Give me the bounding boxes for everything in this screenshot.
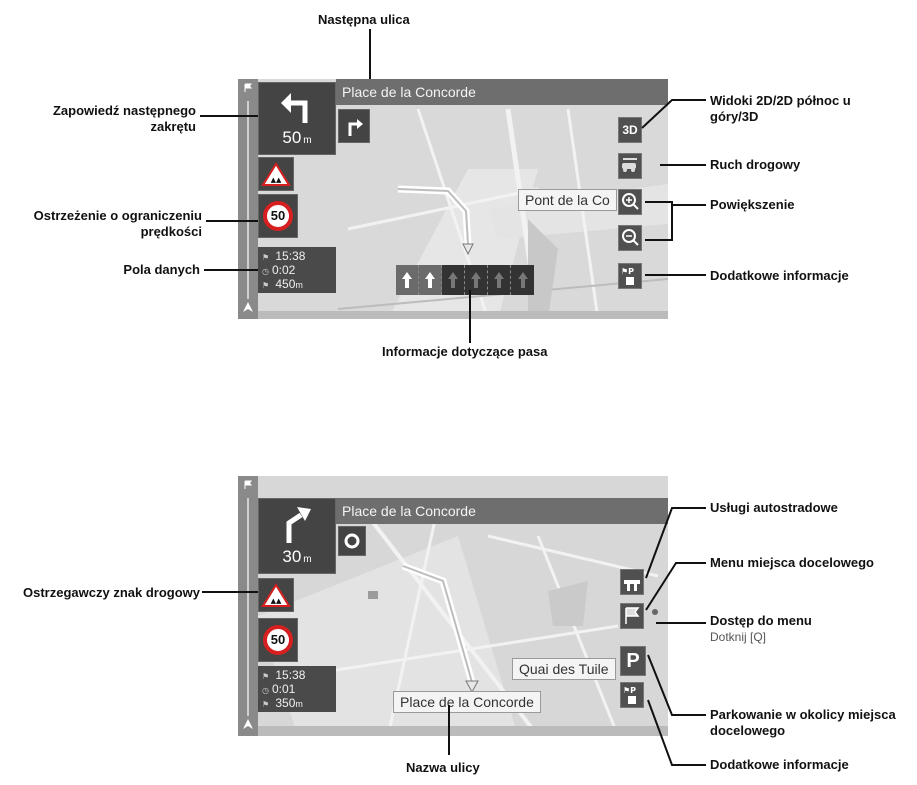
menu-handle-icon[interactable] [648, 604, 662, 620]
extra-info-button[interactable]: ⚑P [618, 263, 642, 289]
zoom-in-button[interactable] [618, 189, 642, 215]
callout-menu-access: Dostęp do menu Dotknij [Q] [710, 613, 812, 645]
speed-sign-panel: 50 [258, 618, 298, 662]
street-label-bubble: Quai des Tuile [512, 658, 616, 680]
callout-speed-warning: Ostrzeżenie o ograniczeniu prędkości [33, 208, 202, 239]
flag-icon: ⚑ [262, 253, 270, 262]
speed-sign-panel: 50 [258, 194, 298, 238]
callout-extra-info-bottom: Dodatkowe informacje [710, 757, 849, 772]
callout-traffic: Ruch drogowy [710, 157, 801, 172]
callout-warning-sign: Ostrzegawczy znak drogowy [23, 585, 200, 600]
lane-arrow [442, 265, 465, 295]
remaining-time-row: ◷0:01 [262, 682, 296, 696]
flag-icon [244, 480, 252, 489]
lane-arrow [465, 265, 488, 295]
callout-views: Widoki 2D/2D północ u góry/3D [710, 93, 851, 124]
menu-access-hint: Dotknij [Q] [710, 630, 767, 644]
roundabout-panel[interactable] [338, 526, 366, 556]
roundabout-icon [344, 533, 360, 549]
flag-icon [244, 83, 252, 92]
destination-flag-icon [625, 607, 640, 624]
callout-parking: Parkowanie w okolicy miejsca docelowego [710, 707, 896, 738]
traffic-icon [622, 158, 637, 172]
secondary-turn-panel[interactable] [338, 109, 370, 143]
view-mode-button[interactable]: 3D [618, 117, 642, 143]
svg-text:⚑P: ⚑P [621, 267, 634, 276]
distance-icon: ⚑ [262, 281, 270, 290]
current-street-label: Place de la Concorde [393, 691, 541, 713]
callout-data-fields: Pola danych [123, 262, 200, 277]
position-arrow-icon [243, 302, 253, 312]
remaining-distance-row: ⚑ 450m [262, 277, 303, 291]
position-arrow-icon [243, 719, 253, 729]
extra-info-button[interactable]: ⚑P [620, 682, 644, 708]
up-arrow-icon [471, 272, 481, 288]
highway-services-icon [624, 580, 640, 591]
route-progress-bar [238, 476, 258, 736]
turn-right-arrow-icon [286, 507, 311, 543]
data-fields-panel[interactable]: ⚑ 15:38 ◷0:02 ⚑ 450m [258, 247, 336, 293]
callout-lane-info: Informacje dotyczące pasa [382, 344, 548, 359]
lane-arrow [511, 265, 534, 295]
zoom-in-icon [622, 193, 639, 210]
clock-icon: ◷ [262, 267, 269, 276]
route-progress-bar [238, 79, 258, 319]
svg-text:▲▲: ▲▲ [271, 176, 282, 184]
svg-text:▲▲: ▲▲ [271, 597, 282, 605]
callout-next-turn: Zapowiedź następnego zakrętu [52, 103, 196, 134]
up-arrow-icon [402, 272, 412, 288]
warning-sign-panel: ▲▲ [258, 157, 294, 191]
turn-right-small-icon [348, 119, 363, 136]
speed-limit-sign: 50 [263, 201, 293, 231]
next-street-bar: Place de la Concorde [336, 498, 668, 524]
up-arrow-icon [425, 272, 435, 288]
remaining-time-row: ◷0:02 [262, 263, 296, 277]
callout-street-name: Nazwa ulicy [406, 760, 480, 775]
clock-icon: ◷ [262, 686, 269, 695]
lane-arrow [419, 265, 442, 295]
warning-triangle-icon: ▲▲ [261, 162, 291, 186]
callout-destination-menu: Menu miejsca docelowego [710, 555, 874, 570]
distance-icon: ⚑ [262, 700, 270, 709]
arrival-time-row: ⚑ 15:38 [262, 668, 306, 682]
up-arrow-icon [494, 272, 504, 288]
highway-services-button[interactable] [620, 569, 644, 595]
parking-button[interactable]: P [620, 646, 646, 676]
flag-icon: ⚑ [262, 672, 270, 681]
data-fields-panel[interactable]: ⚑ 15:38 ◷0:01 ⚑ 350m [258, 666, 336, 712]
callout-extra-info-top: Dodatkowe informacje [710, 268, 849, 283]
turn-left-arrow-icon [281, 93, 308, 123]
traffic-button[interactable] [618, 153, 642, 179]
arrival-time-row: ⚑ 15:38 [262, 249, 306, 263]
lane-info-bar [396, 265, 534, 295]
warning-triangle-icon: ▲▲ [261, 583, 291, 607]
callout-highway-services: Usługi autostradowe [710, 500, 838, 515]
lane-arrow [488, 265, 511, 295]
up-arrow-icon [448, 272, 458, 288]
up-arrow-icon [517, 272, 528, 288]
zoom-out-button[interactable] [618, 225, 642, 251]
svg-text:⚑P: ⚑P [623, 686, 636, 695]
speed-limit-sign: 50 [263, 625, 293, 655]
remaining-distance-row: ⚑ 350m [262, 696, 303, 710]
parking-fuel-icon: ⚑P [623, 686, 636, 704]
menu-access-title: Dostęp do menu [710, 613, 812, 628]
destination-menu-button[interactable] [620, 603, 644, 629]
parking-fuel-icon: ⚑P [621, 267, 634, 285]
next-street-bar: Place de la Concorde [336, 79, 668, 105]
warning-sign-panel: ▲▲ [258, 578, 294, 612]
zoom-out-icon [622, 229, 639, 246]
street-label-bubble: Pont de la Co [518, 189, 617, 211]
callout-zoom: Powiększenie [710, 197, 795, 212]
callout-next-street: Następna ulica [318, 12, 410, 27]
lane-arrow [396, 265, 419, 295]
